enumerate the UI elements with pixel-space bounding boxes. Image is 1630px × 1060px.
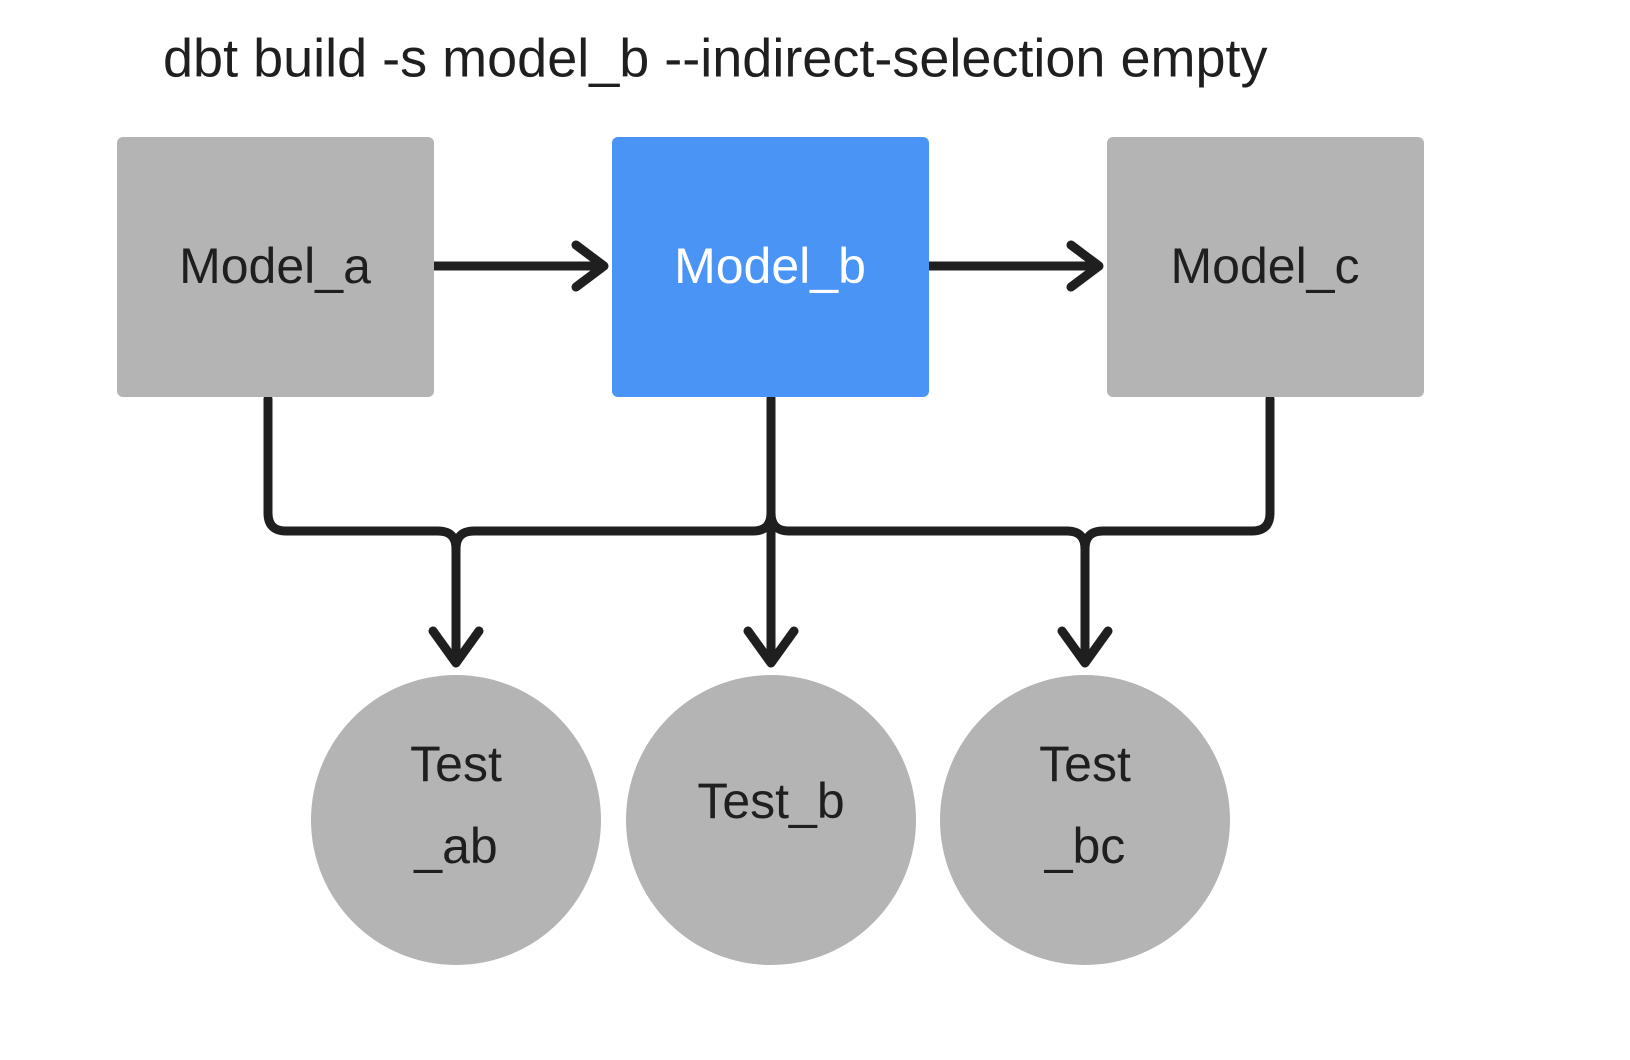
model-node-layer: Model_a Model_b Model_c <box>117 137 1424 397</box>
edge-model-a-to-model-b <box>429 240 609 292</box>
edge-layer <box>263 240 1275 668</box>
model-a-shape[interactable] <box>117 137 434 397</box>
model-node-model-c[interactable]: Model_c <box>1107 137 1424 397</box>
edge-model-b-to-test-ab <box>451 394 776 554</box>
model-c-label: Model_c <box>1171 238 1360 294</box>
test-node-test-ab[interactable]: Test _ab <box>311 675 601 965</box>
test-node-test-b[interactable]: Test_b <box>626 675 916 965</box>
model-b-label: Model_b <box>674 238 866 294</box>
test-ab-label-line1: Test <box>410 736 502 792</box>
test-node-layer: Test _ab Test_b Test _bc <box>311 675 1230 965</box>
test-bc-label-line2: _bc <box>1044 818 1126 874</box>
model-node-model-b[interactable]: Model_b <box>612 137 929 397</box>
test-ab-shape[interactable] <box>311 675 601 965</box>
edge-model-c-to-test-bc <box>1080 394 1275 554</box>
model-c-shape[interactable] <box>1107 137 1424 397</box>
test-ab-label-line2: _ab <box>413 818 497 874</box>
test-bc-shape[interactable] <box>940 675 1230 965</box>
edge-model-b-to-test-bc <box>766 394 1113 668</box>
test-node-test-bc[interactable]: Test _bc <box>940 675 1230 965</box>
model-a-label: Model_a <box>179 238 371 294</box>
test-bc-label-line1: Test <box>1039 736 1131 792</box>
test-b-label-line1: Test_b <box>697 773 844 829</box>
edge-model-a-to-test-ab <box>263 394 484 668</box>
edge-model-b-to-model-c <box>924 240 1104 292</box>
page-title: dbt build -s model_b --indirect-selectio… <box>163 28 1268 88</box>
model-b-shape[interactable] <box>612 137 929 397</box>
test-b-shape[interactable] <box>626 675 916 965</box>
model-node-model-a[interactable]: Model_a <box>117 137 434 397</box>
